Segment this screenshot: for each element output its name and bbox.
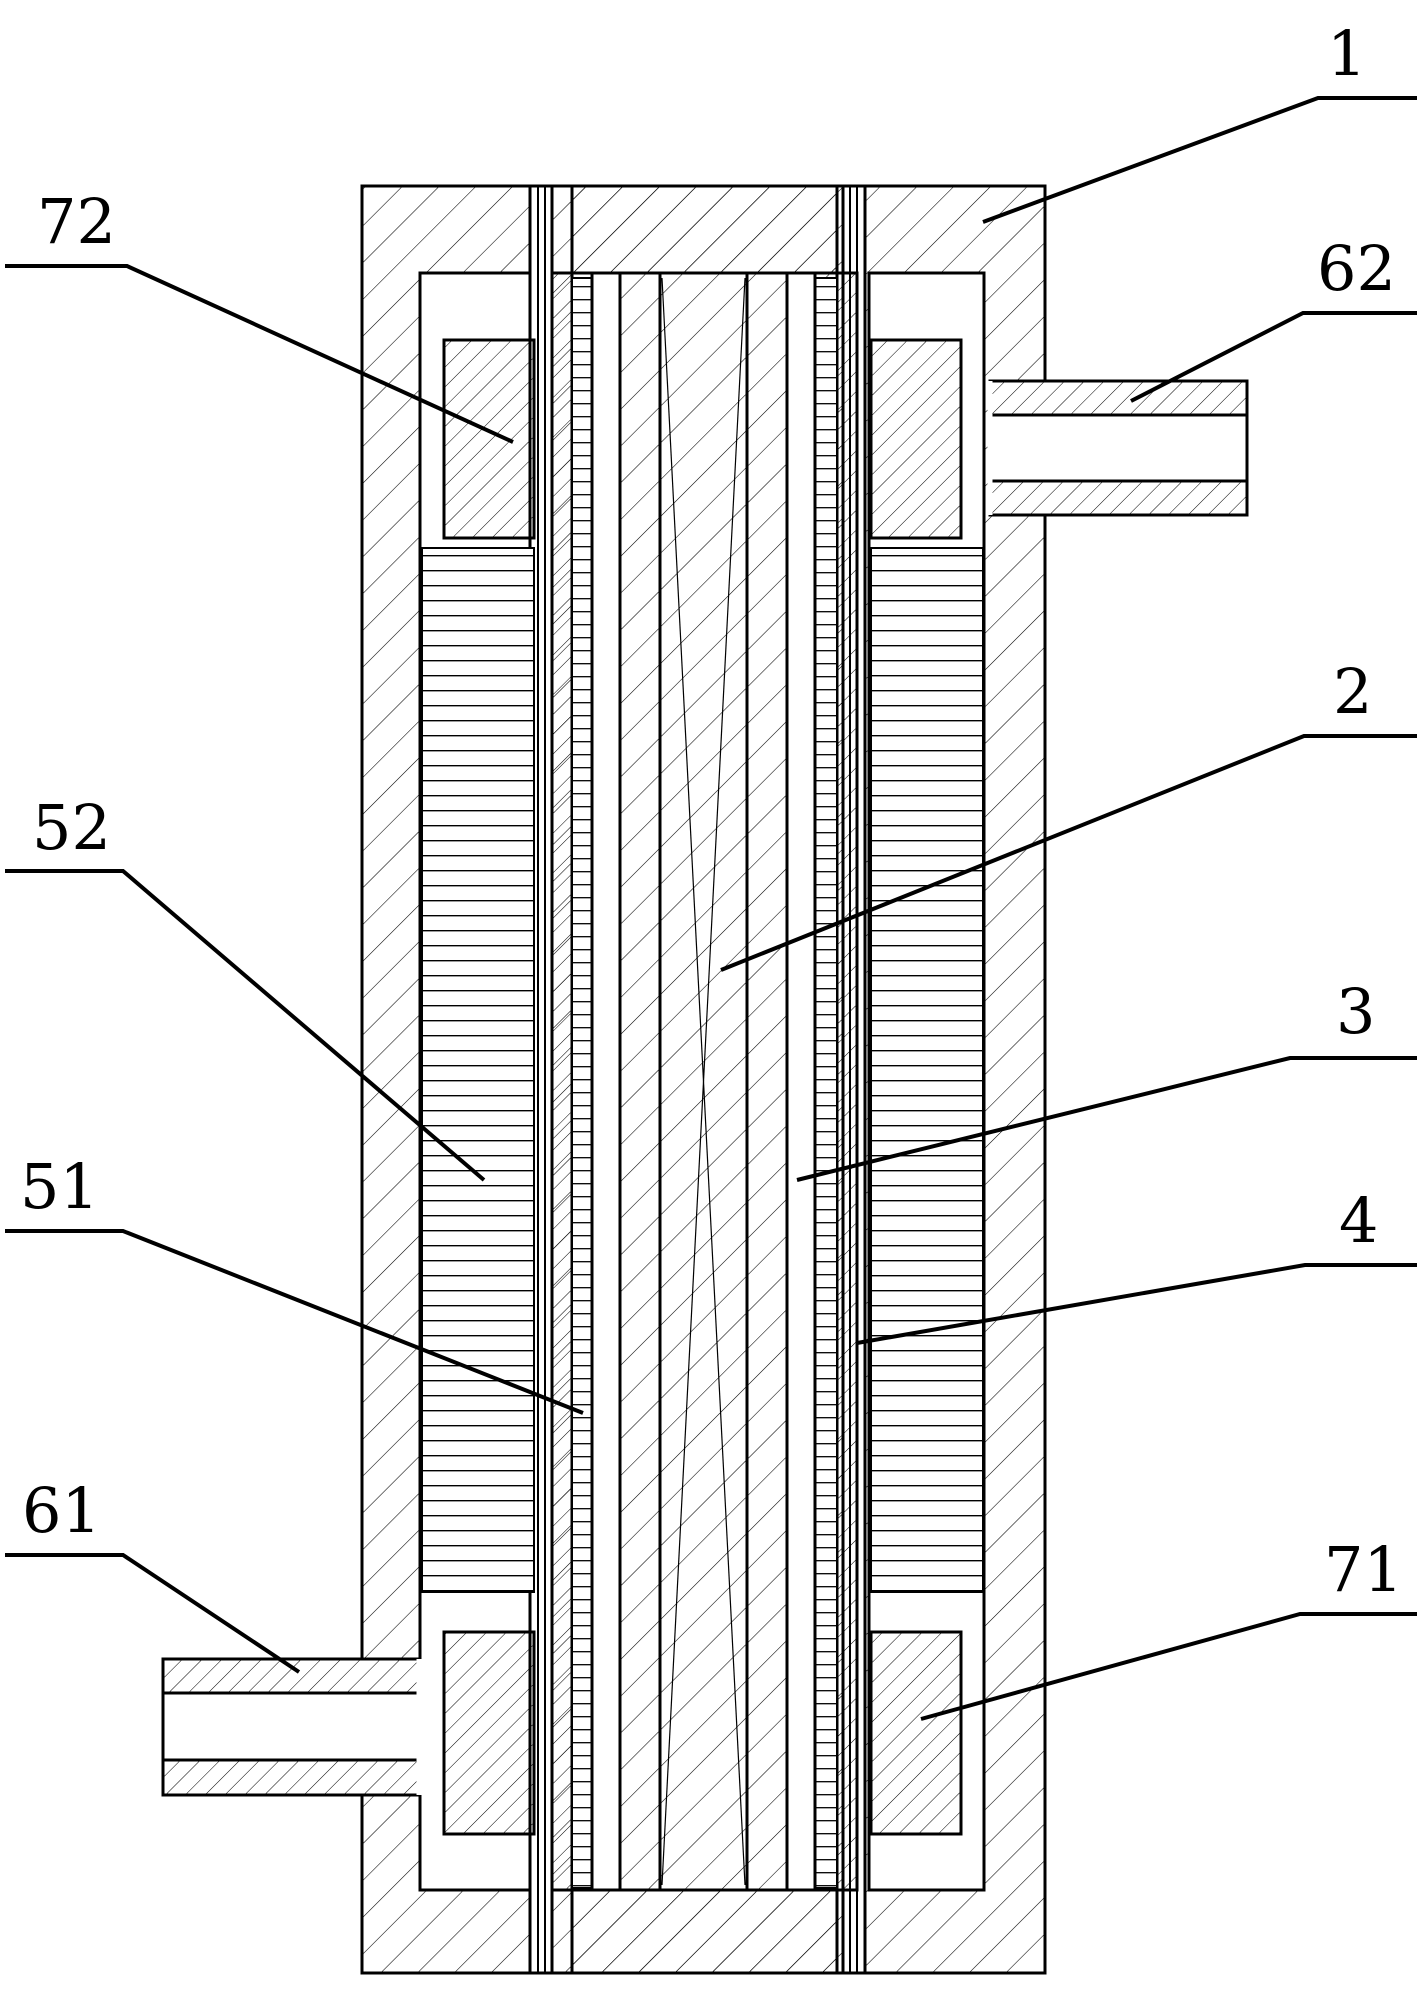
callout-72: 72 bbox=[37, 185, 116, 258]
bottom-right-header-block bbox=[869, 1630, 963, 1836]
inner-wall-left bbox=[550, 271, 574, 1892]
callout-62: 62 bbox=[1317, 232, 1396, 305]
leader-52 bbox=[5, 869, 486, 1182]
callout-2: 2 bbox=[1333, 655, 1372, 728]
right-inner-fins bbox=[814, 277, 838, 1889]
inlet-pipe-61-upper-wall bbox=[161, 1657, 421, 1695]
leader-72 bbox=[5, 264, 514, 444]
leader-4 bbox=[856, 1263, 1417, 1345]
outlet-pipe-62-upper-wall bbox=[988, 379, 1249, 417]
top-left-header-block bbox=[442, 338, 536, 540]
leader-2 bbox=[720, 734, 1417, 972]
twisted-insert-line-b bbox=[661, 277, 746, 1886]
callout-71: 71 bbox=[1324, 1533, 1403, 1606]
callout-51: 51 bbox=[20, 1150, 99, 1223]
core-right-wall bbox=[785, 271, 817, 1892]
callout-61: 61 bbox=[22, 1474, 101, 1547]
leader-1 bbox=[982, 96, 1417, 224]
callout-3: 3 bbox=[1336, 975, 1375, 1048]
leader-51 bbox=[5, 1229, 584, 1415]
inner-wall-right bbox=[835, 271, 859, 1892]
left-inner-fins bbox=[571, 277, 593, 1889]
leader-3 bbox=[796, 1056, 1417, 1182]
leader-61 bbox=[5, 1553, 301, 1674]
bottom-center-cap bbox=[570, 1888, 839, 1975]
callout-1: 1 bbox=[1327, 17, 1366, 90]
core-left-wall bbox=[590, 271, 622, 1892]
inlet-pipe-61-lower-wall bbox=[161, 1758, 421, 1797]
right-outer-fins bbox=[870, 547, 984, 1593]
bottom-left-header-block bbox=[442, 1630, 536, 1836]
outlet-pipe-62-lower-wall bbox=[988, 479, 1249, 517]
callout-52: 52 bbox=[32, 791, 111, 864]
left-outer-fins bbox=[421, 547, 535, 1593]
top-right-header-block bbox=[869, 338, 963, 540]
top-center-cap bbox=[570, 184, 839, 275]
leader-71 bbox=[920, 1612, 1417, 1721]
callout-4: 4 bbox=[1339, 1184, 1378, 1257]
leader-62 bbox=[1130, 311, 1417, 403]
